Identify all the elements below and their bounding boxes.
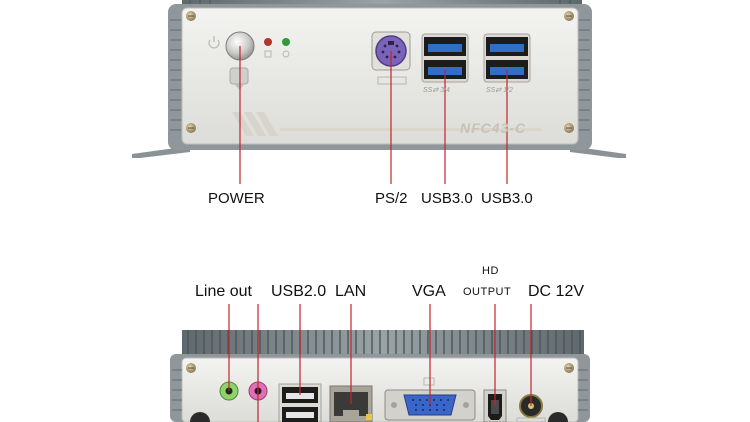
rear-callout-lines bbox=[228, 304, 532, 422]
usb3-port-icon[interactable] bbox=[421, 33, 469, 83]
callout-usb3-left: USB3.0 bbox=[421, 190, 473, 207]
callout-vga: VGA bbox=[412, 283, 446, 300]
antenna-hole-right bbox=[548, 412, 568, 422]
power-icon bbox=[208, 36, 220, 49]
callout-dc-12v: DC 12V bbox=[528, 283, 585, 300]
power-led-symbol bbox=[282, 50, 290, 58]
rear-face-plate bbox=[181, 357, 579, 422]
model-label: NFC43-C bbox=[460, 120, 527, 136]
usb3-port-icon[interactable] bbox=[483, 33, 531, 83]
led-red-icon bbox=[264, 38, 272, 46]
callout-hd: HD bbox=[482, 265, 499, 277]
usb-port-label-left: SS⇄ 3/4 bbox=[423, 87, 450, 94]
rear-panel bbox=[170, 330, 590, 422]
callout-line-out: Line out bbox=[195, 283, 252, 300]
callout-power: POWER bbox=[208, 190, 265, 207]
antenna-hole-left bbox=[190, 412, 210, 422]
brand-emblem bbox=[229, 67, 249, 90]
hdmi-port-icon[interactable] bbox=[483, 389, 507, 422]
callout-output: OUTPUT bbox=[463, 286, 512, 298]
front-callout-lines bbox=[239, 46, 508, 184]
callout-usb3-right: USB3.0 bbox=[481, 190, 533, 207]
callout-usb2: USB2.0 bbox=[271, 283, 327, 300]
front-face-plate bbox=[181, 7, 579, 145]
front-panel bbox=[132, 0, 626, 158]
front-decor-stripes bbox=[232, 112, 542, 136]
led-green-icon bbox=[282, 38, 290, 46]
callout-ps2: PS/2 bbox=[375, 190, 408, 207]
screw-icon bbox=[186, 11, 574, 133]
callout-lan: LAN bbox=[335, 283, 367, 300]
usb-port-label-right: SS⇄ 1/2 bbox=[486, 87, 513, 94]
hdd-led-symbol bbox=[264, 50, 272, 58]
